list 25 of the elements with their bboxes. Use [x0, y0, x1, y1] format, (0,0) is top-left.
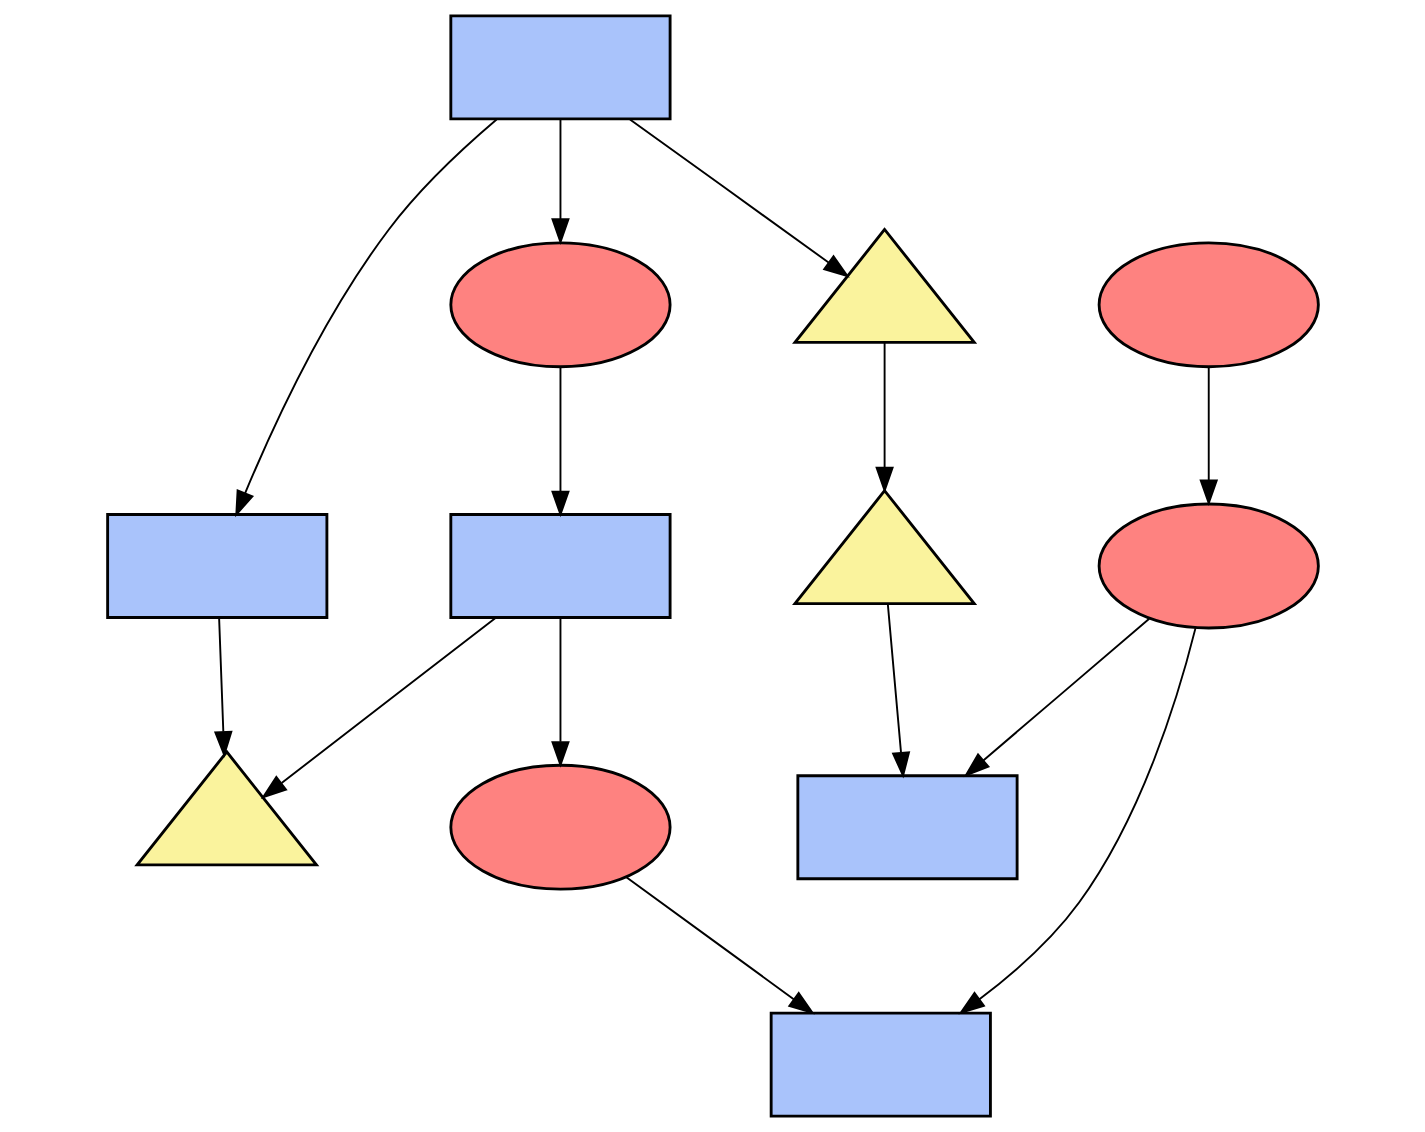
arrow — [874, 341, 894, 494]
node-ellipse — [1097, 241, 1320, 369]
node-box — [795, 774, 1019, 881]
node-triangle — [791, 227, 977, 344]
arrow — [1198, 366, 1218, 507]
arrow — [550, 366, 570, 518]
node-triangle — [133, 749, 319, 867]
node-ellipse — [1097, 502, 1320, 630]
arrow — [213, 616, 233, 758]
node-triangle — [791, 488, 977, 606]
node-box — [769, 1011, 992, 1118]
node-ellipse — [448, 763, 672, 891]
node-box — [448, 14, 672, 121]
arrow — [624, 876, 815, 1015]
arrow — [957, 627, 1196, 1015]
arrow — [260, 616, 497, 800]
arrow — [550, 118, 570, 245]
node-ellipse — [448, 241, 672, 369]
arrow — [550, 616, 570, 768]
arrow — [628, 118, 850, 278]
arrow — [963, 617, 1150, 778]
node-box — [105, 513, 328, 619]
arrow — [886, 602, 910, 779]
arrow — [234, 118, 498, 518]
node-box — [448, 513, 672, 619]
